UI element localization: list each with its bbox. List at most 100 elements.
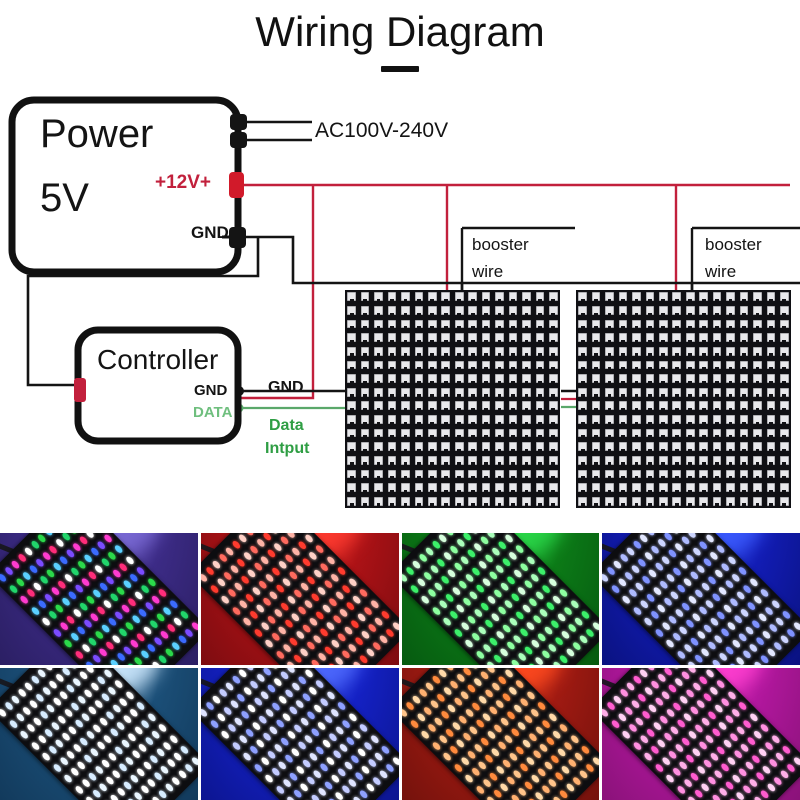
led-dot-icon [605, 306, 614, 315]
led-pixel [750, 385, 765, 399]
led-pixel [764, 303, 778, 318]
led-dot-icon [414, 360, 424, 370]
led-pixel [358, 412, 372, 427]
led-dot-icon [779, 374, 789, 383]
led-dot-icon [739, 469, 749, 479]
led-dot-icon [753, 415, 762, 424]
led-dot-icon [766, 428, 776, 438]
led-dot-icon [468, 496, 477, 506]
led-dot-icon [508, 496, 518, 506]
led-dot-icon [360, 401, 370, 411]
photo-red[interactable] [200, 533, 399, 665]
led-pixel [371, 494, 386, 508]
led-dot-icon [522, 401, 531, 411]
led-pixel [589, 412, 603, 427]
led-pixel [777, 303, 791, 318]
led-pixel [696, 453, 711, 468]
photo-orange-red[interactable] [401, 668, 600, 800]
led-pixel [492, 344, 507, 359]
led-dot-icon [387, 319, 397, 329]
led-pixel [616, 426, 630, 440]
led-dot-icon [548, 360, 558, 370]
led-dot-icon [374, 483, 383, 492]
led-pixel [629, 453, 644, 468]
led-dot-icon [522, 319, 531, 329]
led-dot-icon [414, 346, 424, 356]
photo-white-cyan[interactable] [0, 668, 198, 800]
led-dot-icon [360, 374, 370, 383]
led-dot-icon [428, 387, 437, 397]
product-photo-gallery [0, 533, 800, 800]
led-dot-icon [726, 346, 735, 356]
gnd-wire-label: GND [268, 379, 304, 396]
photo-rgb-mixed[interactable] [0, 533, 198, 665]
led-pixel [670, 426, 684, 440]
led-dot-icon [374, 333, 383, 343]
led-dot-icon [548, 387, 558, 397]
led-dot-icon [428, 346, 437, 356]
led-dot-icon [441, 360, 451, 370]
led-pixel [643, 317, 657, 331]
led-pixel [696, 426, 711, 440]
led-dot-icon [685, 374, 695, 383]
led-pixel [345, 317, 359, 331]
led-pixel [656, 358, 671, 372]
photo-green[interactable] [401, 533, 600, 665]
led-dot-icon [522, 374, 531, 383]
led-dot-icon [685, 360, 695, 370]
led-dot-icon [347, 292, 357, 302]
led-pixel [683, 330, 697, 345]
led-pixel [533, 480, 547, 495]
led-dot-icon [779, 387, 789, 397]
led-pixel [616, 385, 630, 399]
led-pixel [629, 303, 644, 318]
led-panel-photo [0, 668, 198, 800]
led-panel-photo [200, 533, 399, 665]
led-dot-icon [753, 483, 762, 492]
led-pixel [656, 426, 671, 440]
led-pixel [398, 453, 413, 468]
photo-blue[interactable] [602, 533, 800, 665]
photo-magenta[interactable] [602, 668, 800, 800]
led-pixel [670, 344, 684, 359]
led-pixel [723, 480, 738, 495]
led-pixel [533, 330, 547, 345]
led-pixel [506, 467, 520, 481]
led-dot-icon [401, 483, 410, 492]
led-dot-icon [739, 387, 749, 397]
led-pixel [777, 480, 791, 495]
led-pixel [465, 385, 480, 399]
led-dot-icon [374, 442, 383, 452]
led-dot-icon [481, 442, 491, 452]
led-pixel [629, 290, 644, 304]
led-pixel [643, 371, 657, 386]
led-dot-icon [618, 415, 628, 424]
led-pixel [696, 412, 711, 427]
led-pixel [750, 453, 765, 468]
led-pixel [492, 371, 507, 386]
led-dot-icon [535, 401, 545, 411]
led-pixel [656, 399, 671, 413]
led-dot-icon [632, 346, 641, 356]
led-dot-icon [753, 387, 762, 397]
led-pixel [696, 467, 711, 481]
led-pixel [358, 290, 372, 304]
led-dot-icon [645, 483, 655, 492]
led-pixel [452, 344, 466, 359]
led-dot-icon [779, 333, 789, 343]
led-dot-icon [645, 428, 655, 438]
led-pixel [519, 317, 534, 331]
led-dot-icon [387, 483, 397, 492]
led-pixel [465, 412, 480, 427]
led-dot-icon [360, 455, 370, 465]
led-pixel [492, 467, 507, 481]
photo-deep-blue[interactable] [200, 668, 399, 800]
led-dot-icon [387, 306, 397, 315]
led-pixel [710, 412, 724, 427]
led-dot-icon [685, 483, 695, 492]
led-dot-icon [672, 387, 682, 397]
led-dot-icon [508, 306, 518, 315]
led-dot-icon [548, 442, 558, 452]
led-pixel [385, 330, 399, 345]
led-dot-icon [739, 496, 749, 506]
